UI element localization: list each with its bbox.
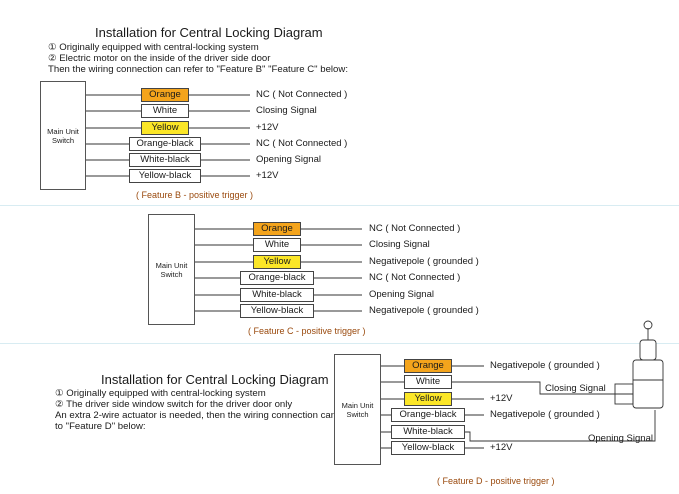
feature-c-signal-6: Negativepole ( grounded ) (369, 305, 479, 316)
feature-d-wire-yellow-black: Yellow-black (391, 441, 465, 455)
feature-c-signal-1: NC ( Not Connected ) (369, 223, 461, 234)
top-note-1: ① Originally equipped with central-locki… (48, 42, 259, 53)
feature-b-signal-6: +12V (256, 170, 279, 181)
feature-d-signal-4: Negativepole ( grounded ) (490, 409, 600, 420)
feature-d-opening-signal: Opening Signal (588, 433, 653, 444)
feature-d-signal-3: +12V (490, 393, 513, 404)
feature-d-wire-orange-black: Orange-black (391, 408, 465, 422)
feature-b-signal-5: Opening Signal (256, 154, 321, 165)
feature-d-signal-6: +12V (490, 442, 513, 453)
feature-d-unit-label: Main Unit Switch (341, 400, 374, 419)
bottom-note-4: to "Feature D" below: (55, 421, 146, 432)
top-note-2: ② Electric motor on the inside of the dr… (48, 53, 271, 64)
feature-c-unit-label: Main Unit Switch (155, 260, 188, 279)
feature-d-wire-orange: Orange (404, 359, 452, 373)
feature-b-wire-white: White (141, 104, 189, 118)
feature-b-caption: ( Feature B - positive trigger ) (136, 190, 254, 200)
feature-d-wire-white-black: White-black (391, 425, 465, 439)
feature-c-wire-white: White (253, 238, 301, 252)
bottom-note-3: An extra 2-wire actuator is needed, then… (55, 410, 359, 421)
feature-c-signal-5: Opening Signal (369, 289, 434, 300)
feature-b-wire-orange-black: Orange-black (129, 137, 201, 151)
feature-d-signal-1: Negativepole ( grounded ) (490, 360, 600, 371)
section-divider-1 (0, 205, 679, 206)
feature-c-wire-yellow: Yellow (253, 255, 301, 269)
feature-c-signal-2: Closing Signal (369, 239, 430, 250)
top-title: Installation for Central Locking Diagram (95, 25, 323, 40)
bottom-title: Installation for Central Locking Diagram (101, 372, 329, 387)
feature-b-wire-yellow-black: Yellow-black (129, 169, 201, 183)
feature-c-signal-4: NC ( Not Connected ) (369, 272, 461, 283)
section-divider-2 (0, 343, 679, 344)
feature-c-wire-yellow-black: Yellow-black (240, 304, 314, 318)
feature-d-caption: ( Feature D - positive trigger ) (437, 476, 555, 486)
feature-c-signal-3: Negativepole ( grounded ) (369, 256, 479, 267)
bottom-note-1: ① Originally equipped with central-locki… (55, 388, 266, 399)
feature-b-wire-white-black: White-black (129, 153, 201, 167)
bottom-note-2: ② The driver side window switch for the … (55, 399, 293, 410)
feature-c-wire-orange: Orange (253, 222, 301, 236)
feature-b-unit-label: Main Unit Switch (47, 126, 79, 145)
feature-b-wire-orange: Orange (141, 88, 189, 102)
feature-b-wire-yellow: Yellow (141, 121, 189, 135)
feature-b-signal-4: NC ( Not Connected ) (256, 138, 348, 149)
feature-b-signal-1: NC ( Not Connected ) (256, 89, 348, 100)
feature-b-signal-3: +12V (256, 122, 279, 133)
actuator-icon (610, 320, 664, 409)
feature-b-main-unit: Main Unit Switch (40, 81, 86, 190)
feature-d-main-unit: Main Unit Switch (334, 354, 381, 465)
feature-d-wire-white: White (404, 375, 452, 389)
feature-c-wire-white-black: White-black (240, 288, 314, 302)
feature-b-signal-2: Closing Signal (256, 105, 317, 116)
top-note-3: Then the wiring connection can refer to … (48, 64, 348, 75)
feature-d-closing-signal: Closing Signal (545, 383, 606, 394)
feature-c-wire-orange-black: Orange-black (240, 271, 314, 285)
feature-c-main-unit: Main Unit Switch (148, 214, 195, 325)
feature-c-caption: ( Feature C - positive trigger ) (248, 326, 366, 336)
feature-d-wire-yellow: Yellow (404, 392, 452, 406)
